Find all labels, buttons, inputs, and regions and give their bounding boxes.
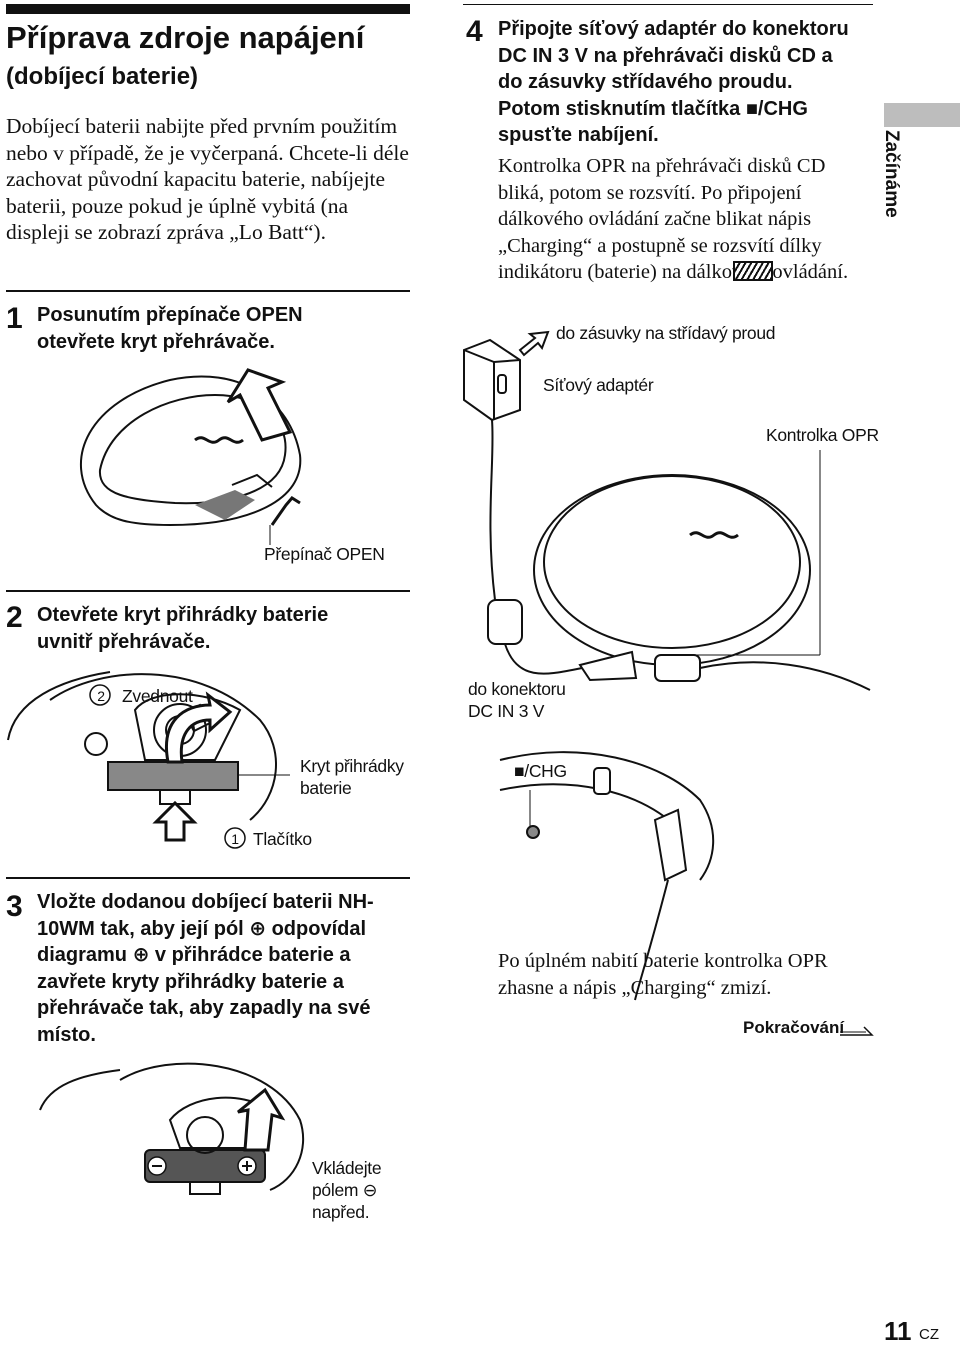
page-subtitle: (dobíjecí baterie) (6, 63, 199, 90)
step-4-text: Připojte síťový adaptér do konektoru DC … (498, 18, 849, 146)
adapter-label: Síťový adaptér (543, 375, 654, 395)
switch-label: Přepínač OPEN (264, 544, 385, 564)
step-1-text: Posunutím přepínače OPEN otevřete kryt p… (37, 304, 303, 353)
push-arrow (152, 800, 198, 842)
header-bar (6, 4, 410, 14)
lift-step-number: 2 (97, 688, 105, 704)
button-label: Tlačítko (253, 829, 312, 849)
step-2-divider (6, 590, 410, 592)
page-number: 11 (884, 1316, 912, 1346)
continued-arrow-icon (840, 1026, 874, 1036)
switch-arrow (270, 496, 301, 526)
lift-arrow (165, 691, 233, 764)
chg-label: ■/CHG (514, 761, 567, 781)
step-3-number: 3 (6, 890, 23, 923)
open-arrow (226, 368, 293, 442)
cover-label: Kryt přihrádky baterie (300, 756, 404, 798)
outlet-arrow (518, 330, 550, 357)
step-3-text: Vložte dodanou dobíjecí baterii NH-10WM … (37, 891, 374, 1046)
insert-arrow (237, 1087, 286, 1152)
outlet-label: do zásuvky na střídavý proud (556, 323, 776, 343)
side-tab-label: Začínáme (881, 130, 902, 218)
step-1-divider (6, 290, 410, 292)
player-cd-illustration (533, 474, 871, 691)
insert-label: Vkládejte pólem ⊖ napřed. (312, 1158, 382, 1222)
player-open-illustration (79, 375, 302, 527)
adapter-illustration (463, 338, 601, 675)
side-tab-marker (884, 103, 960, 127)
page-language: CZ (919, 1326, 939, 1343)
continued-label: Pokračování (743, 1018, 845, 1037)
step-1-number: 1 (6, 302, 23, 335)
lift-badge (89, 684, 111, 706)
step-2-text: Otevřete kryt přihrádky baterie uvnitř p… (37, 604, 329, 653)
step-3-divider (6, 877, 410, 879)
battery-insert-illustration (39, 1062, 305, 1195)
lift-label: Zvednout (122, 686, 193, 706)
battery-compartment-illustration (7, 671, 290, 821)
button-badge (224, 827, 246, 849)
page-title: Příprava zdroje napájení (6, 20, 365, 55)
step-2-number: 2 (6, 601, 23, 634)
battery-indicator-icon (733, 261, 773, 281)
intro-paragraph: Dobíjecí baterii nabijte před prvním pou… (6, 114, 409, 244)
button-step-number: 1 (231, 831, 239, 847)
step-4-body: Kontrolka OPR na přehrávači disků CD bli… (498, 155, 849, 283)
opr-label: Kontrolka OPR (766, 425, 879, 445)
step-4-divider (463, 4, 873, 5)
dc-in-label: do konektoru DC IN 3 V (468, 679, 566, 721)
chg-button-zoom (499, 751, 715, 1001)
footer-note: Po úplném nabití baterie kontrolka OPR z… (498, 950, 828, 999)
step-4-number: 4 (466, 15, 483, 48)
